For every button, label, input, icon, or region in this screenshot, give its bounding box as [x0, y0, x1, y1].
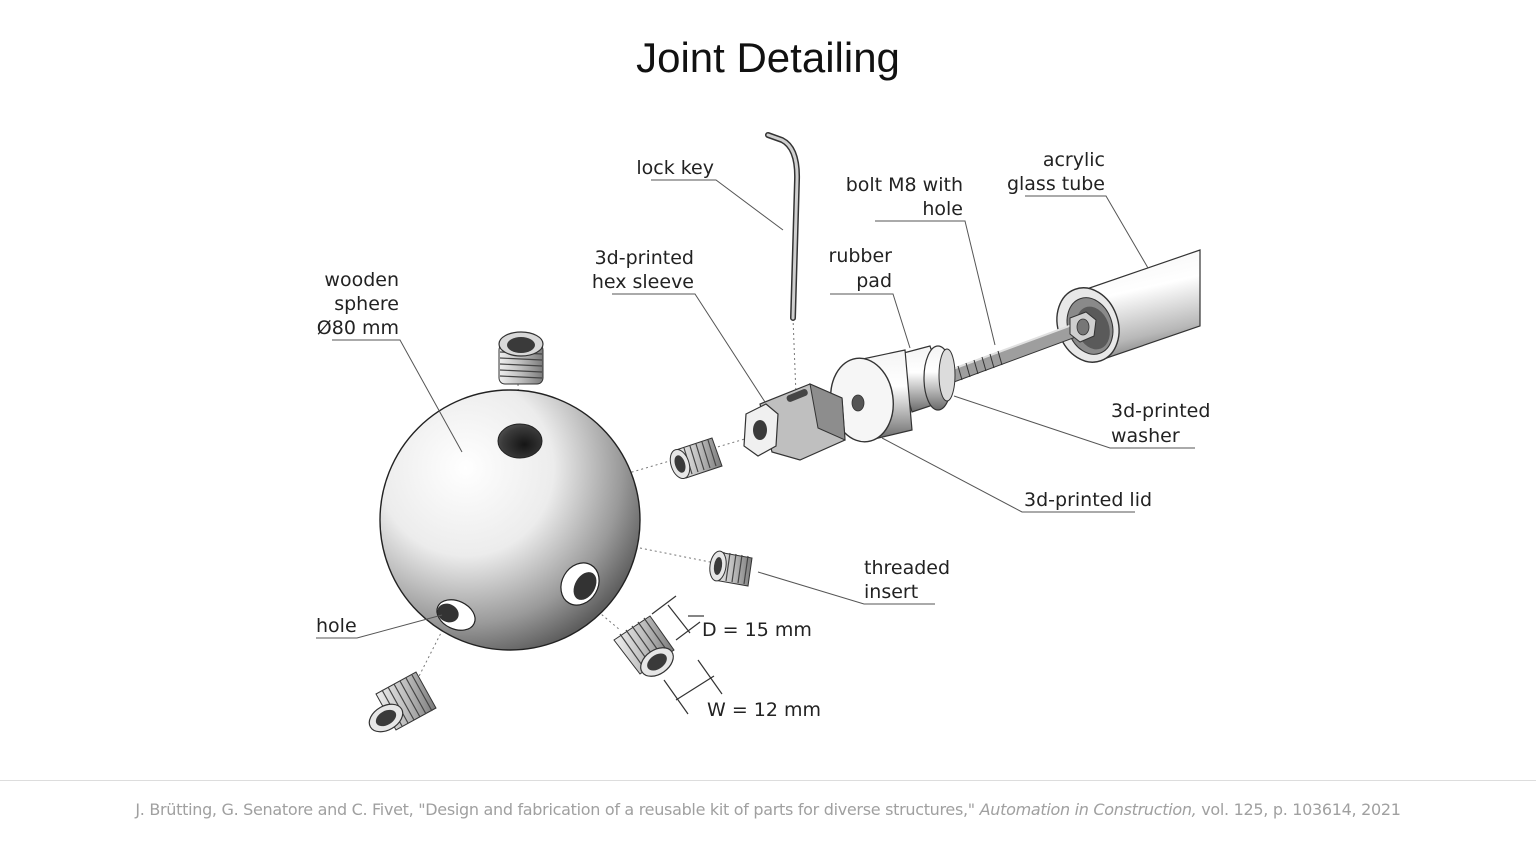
- leader-hole: [316, 614, 443, 639]
- 3d-printed-hex-sleeve: [743, 383, 846, 461]
- label-washer-line2: washer: [1111, 425, 1180, 447]
- wooden-sphere: [379, 389, 641, 651]
- dimension-w: [663, 659, 723, 715]
- footer-divider: [0, 780, 1536, 781]
- joint-exploded-diagram: lock key bolt M8 with hole acrylic glass…: [316, 132, 1210, 733]
- label-rubber-line1: rubber: [829, 245, 893, 267]
- threaded-insert-top: [498, 331, 544, 385]
- threaded-insert-left: [669, 437, 723, 480]
- label-hex-line2: hex sleeve: [592, 271, 694, 293]
- lock-key: [765, 132, 801, 321]
- label-dim-d: D = 15 mm: [702, 619, 812, 641]
- leader-hex-sleeve: [612, 293, 766, 403]
- dimension-d: [651, 595, 704, 641]
- bolt-m8: [949, 311, 1097, 383]
- threaded-insert-right: [709, 550, 753, 587]
- label-dim-w: W = 12 mm: [707, 699, 821, 721]
- acrylic-glass-tube: [1056, 249, 1201, 363]
- label-bolt-line2: hole: [922, 198, 963, 220]
- label-rubber-line2: pad: [856, 270, 892, 292]
- leader-washer: [953, 395, 1195, 449]
- page-title: Joint Detailing: [636, 34, 900, 81]
- label-acrylic-line1: acrylic: [1043, 149, 1105, 171]
- leader-rubber-pad: [830, 293, 911, 349]
- label-lock-key: lock key: [636, 157, 714, 179]
- label-hole: hole: [316, 615, 357, 637]
- citation-journal: Automation in Construction,: [979, 800, 1197, 819]
- leader-acrylic: [1025, 195, 1149, 269]
- label-insert-line1: threaded: [864, 557, 950, 579]
- label-insert-line2: insert: [864, 581, 918, 603]
- label-wooden-line3: Ø80 mm: [317, 317, 399, 339]
- leader-threaded-insert: [757, 571, 935, 605]
- label-wooden-line2: sphere: [334, 293, 399, 315]
- citation: J. Brütting, G. Senatore and C. Fivet, "…: [0, 800, 1536, 819]
- threaded-insert-bottom: [368, 671, 437, 733]
- citation-details: vol. 125, p. 103614, 2021: [1196, 800, 1401, 819]
- 3d-printed-lid: [830, 349, 913, 443]
- label-wooden-line1: wooden: [324, 269, 399, 291]
- leader-bolt: [875, 220, 996, 346]
- label-bolt-line1: bolt M8 with: [846, 174, 963, 196]
- leader-lid: [881, 437, 1135, 513]
- label-acrylic-line2: glass tube: [1007, 173, 1105, 195]
- label-hex-line1: 3d-printed: [595, 247, 694, 269]
- label-lid: 3d-printed lid: [1024, 489, 1152, 511]
- axis-right-insert: [639, 547, 721, 565]
- label-washer-line1: 3d-printed: [1111, 400, 1210, 422]
- axis-lock-key: [792, 317, 797, 396]
- leader-lock-key: [651, 179, 784, 231]
- threaded-insert-lower: [613, 615, 675, 677]
- leader-wooden-sphere: [332, 339, 463, 453]
- citation-authors: J. Brütting, G. Senatore and C. Fivet, "…: [135, 800, 975, 819]
